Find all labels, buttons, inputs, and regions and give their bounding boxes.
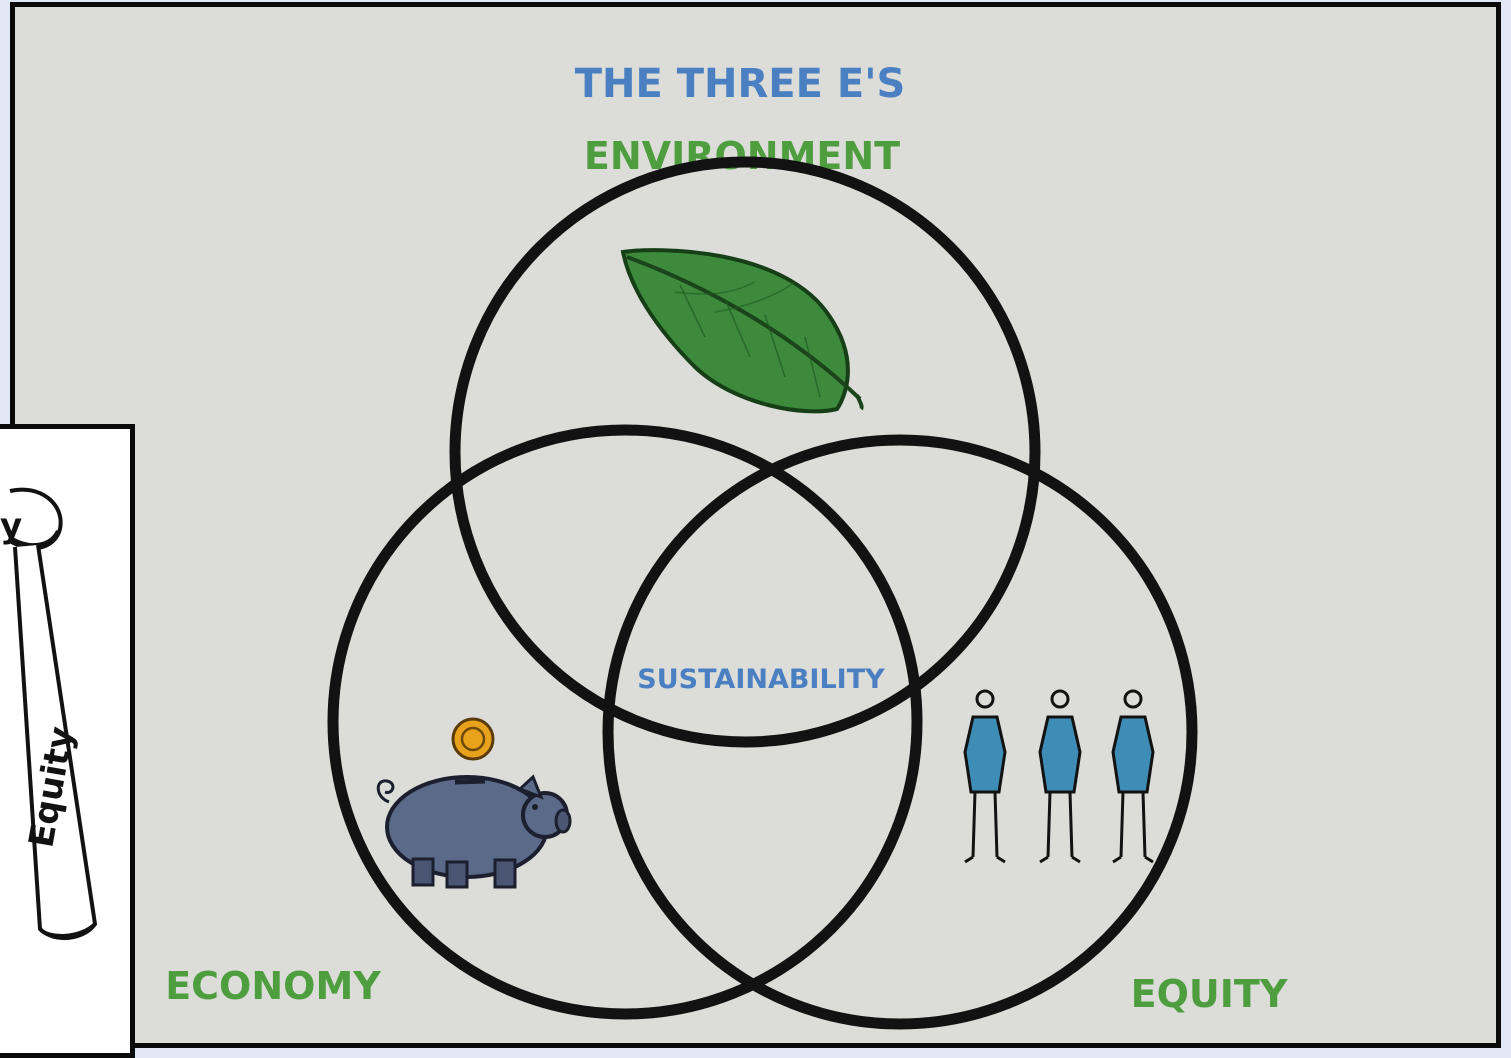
economy-circle <box>327 424 923 1020</box>
sustainability-label: SUSTAINABILITY <box>637 664 885 695</box>
inset-partial-label: y <box>0 506 22 546</box>
venn-circles <box>327 156 1198 1030</box>
equity-label: EQUITY <box>1131 972 1288 1016</box>
piggy-bank-icon <box>376 774 572 889</box>
environment-circle <box>449 156 1041 748</box>
sign-stick-icon <box>8 487 98 941</box>
leaf-icon <box>620 248 864 414</box>
equity-circle <box>602 434 1198 1030</box>
diagram-title: THE THREE E'S <box>575 61 906 107</box>
person-figure <box>1111 689 1155 864</box>
inset-panel: y Equity <box>0 424 135 1058</box>
inset-svg: y Equity <box>0 487 98 941</box>
venn-diagram-panel: THE THREE E'S ENVIRONMENT SUSTAINABILITY <box>10 2 1501 1048</box>
person-figure <box>1038 689 1082 864</box>
venn-diagram-svg: THE THREE E'S ENVIRONMENT SUSTAINABILITY <box>165 61 1288 1030</box>
person-figure <box>963 689 1007 864</box>
environment-label: ENVIRONMENT <box>584 134 900 178</box>
economy-label: ECONOMY <box>165 964 381 1008</box>
coin-icon <box>451 717 495 761</box>
people-icon <box>963 689 1155 864</box>
